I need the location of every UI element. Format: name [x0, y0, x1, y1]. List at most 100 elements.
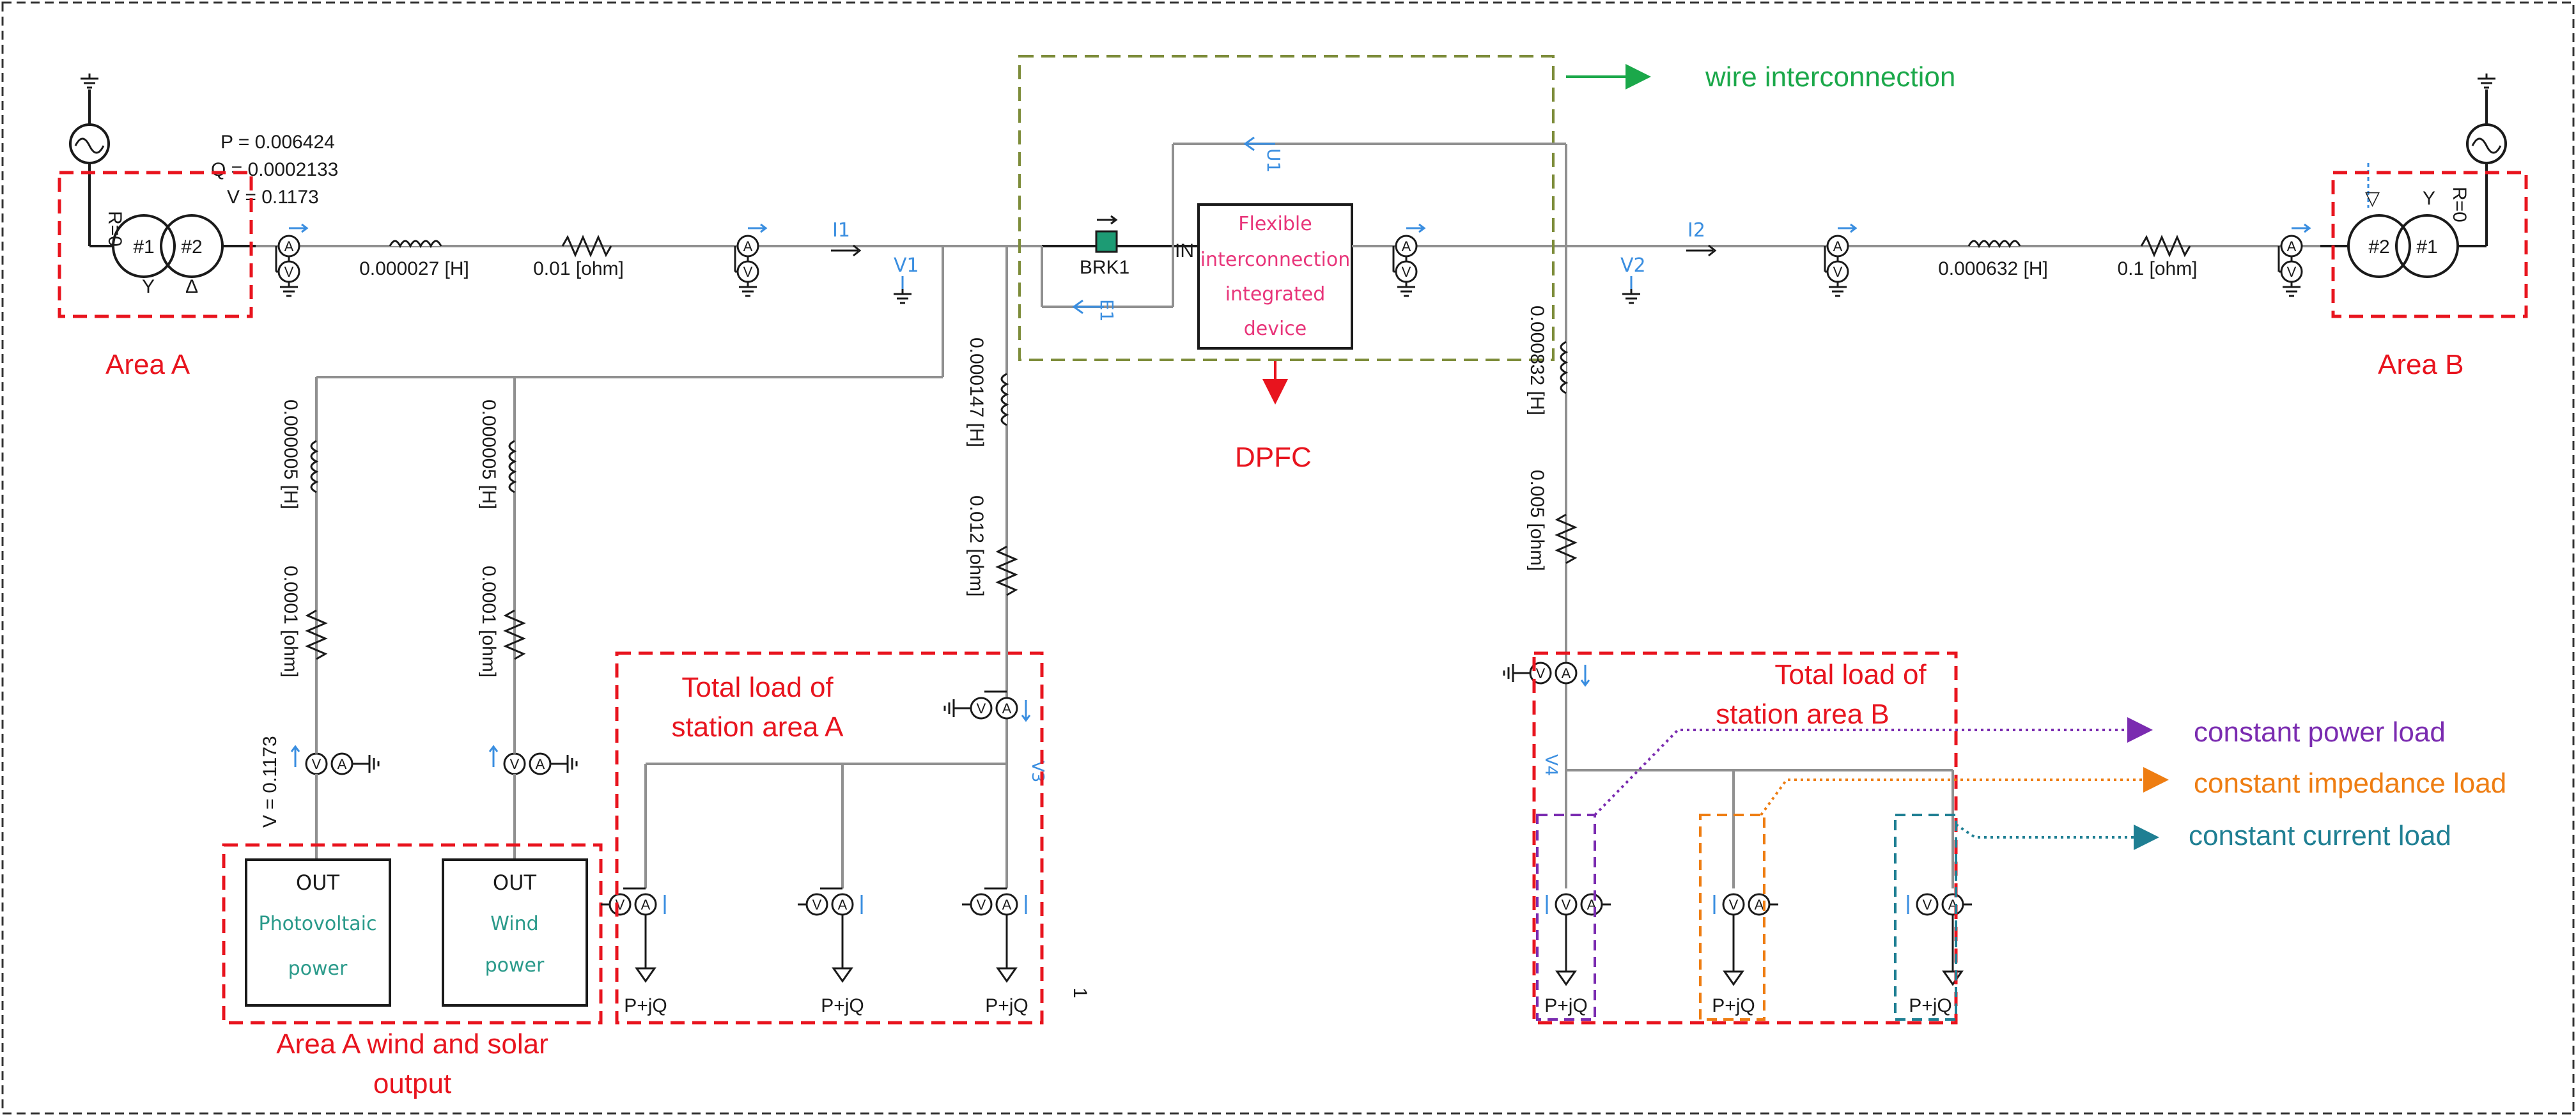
inductor-icon — [508, 440, 517, 493]
load-a-box — [615, 651, 1044, 1025]
source-area-b: #2 #1 R=0 ▽ Y — [2320, 72, 2507, 278]
load-b-resistance: 0.005 [ohm] — [1526, 470, 1548, 571]
constant-impedance-label: constant impedance load — [2194, 768, 2506, 799]
area-a-sources-box — [222, 843, 603, 1025]
load-b2-pq: P+jQ — [1712, 995, 1755, 1016]
stray-label: 1 — [1069, 988, 1090, 998]
voltage-v2: V2 — [1620, 254, 1646, 304]
load-b1-pq: P+jQ — [1544, 995, 1588, 1016]
transformer-a-winding-2: #2 — [181, 236, 202, 258]
load-b-inductance: 0.000832 [H] — [1526, 306, 1548, 415]
voltage-v1: V1 — [892, 254, 919, 304]
load-a2-pq: P+jQ — [821, 995, 864, 1016]
load-a-units: P+jQ P+jQ P+jQ — [601, 887, 1028, 1016]
load-icon — [635, 942, 656, 982]
pv-resistance: 0.0001 [ohm] — [280, 566, 301, 678]
wire-interconnection-box — [1018, 55, 1555, 361]
area-b-box — [2331, 171, 2528, 318]
load-b-label-line1: Total load of — [1774, 659, 1927, 690]
wind-name-line2: power — [485, 954, 545, 977]
device-line2: interconnection — [1200, 249, 1351, 271]
meter-group-a2 — [722, 224, 773, 296]
signal-v3: V3 — [1028, 761, 1047, 782]
svg-text:Δ: Δ — [185, 276, 198, 297]
device-line4: device — [1244, 318, 1307, 340]
resistor-icon — [503, 609, 526, 660]
load-icon — [832, 942, 853, 982]
transformer-icon — [2347, 214, 2459, 278]
transformer-b-resistance: R=0 — [2449, 187, 2470, 222]
transformer-icon — [112, 214, 224, 278]
pv-out-label: OUT — [296, 871, 340, 895]
breaker-brk1[interactable]: BRK1 — [1080, 215, 1129, 278]
transformer-a-resistance: R=0 — [104, 211, 125, 247]
load-icon — [1723, 945, 1744, 986]
load-a-label-line2: station area A — [671, 711, 844, 743]
constant-current-leader — [1955, 823, 2159, 850]
source-a-q: Q = 0.0002133 — [211, 159, 338, 180]
pv-name-line1: Photovoltaic — [259, 913, 377, 935]
resistor-icon — [1555, 513, 1578, 564]
pv-name-line2: power — [288, 957, 348, 980]
load-b-units: P+jQ P+jQ P+jQ — [1544, 893, 1972, 1016]
area-a-label: Area A — [105, 349, 190, 380]
constant-current-box — [1894, 814, 1957, 1021]
resistor-icon — [305, 609, 328, 660]
area-b-label: Area B — [2378, 349, 2464, 380]
load-a-resistance: 0.012 [ohm] — [966, 495, 987, 596]
signal-u1: U1 — [1263, 148, 1284, 173]
dpfc-loop: U1 E1 — [1041, 136, 1567, 322]
wind-inductance: 0.000005 [H] — [478, 399, 499, 509]
wind-out-label: OUT — [493, 871, 537, 895]
svg-text:▽: ▽ — [2365, 188, 2380, 209]
constant-current-label: constant current load — [2189, 820, 2451, 851]
inductor-icon — [1000, 373, 1009, 426]
load-b3-pq: P+jQ — [1909, 995, 1952, 1016]
breaker-icon — [1095, 230, 1118, 253]
signal-v4: V4 — [1541, 754, 1560, 776]
dpfc-label: DPFC — [1235, 442, 1312, 473]
load-a-feeder: 0.000147 [H] 0.012 [ohm] V3 — [644, 246, 1047, 888]
ground-icon — [2476, 72, 2497, 89]
constant-power-label: constant power load — [2194, 717, 2446, 748]
load-icon — [1556, 945, 1576, 986]
source-area-a: #1 #2 R=0 P = 0.006424 Q = 0.0002133 V =… — [69, 72, 338, 297]
pv-inductance: 0.000005 [H] — [280, 399, 301, 509]
area-a-feeders: 0.000005 [H] 0.0001 [ohm] V = 0.1173 0.0… — [260, 246, 944, 860]
resistor-icon — [2140, 235, 2191, 258]
meter-group-b2 — [2266, 224, 2317, 296]
meter-group-dpfc — [1381, 224, 1432, 296]
svg-text:Y: Y — [2423, 188, 2435, 209]
load-b-label-line2: station area B — [1716, 699, 1889, 730]
pv-source[interactable]: OUT Photovoltaic power — [245, 858, 391, 1007]
resistor-icon — [995, 545, 1018, 596]
svg-text:Y: Y — [142, 276, 155, 297]
line-b: 0.000632 [H] 0.1 [ohm] — [1938, 235, 2198, 279]
wind-resistance: 0.0001 [ohm] — [478, 566, 499, 678]
svg-text:I1: I1 — [832, 219, 850, 242]
inductor-icon — [389, 240, 442, 249]
flexible-interconnection-device[interactable]: Flexible interconnection integrated devi… — [1197, 203, 1353, 350]
load-a-inductance: 0.000147 [H] — [966, 337, 987, 447]
wire-interconnection-label: wire interconnection — [1705, 61, 1955, 93]
device-line1: Flexible — [1238, 213, 1312, 235]
meter-group-a1 — [263, 224, 314, 296]
wind-source[interactable]: OUT Wind power — [442, 858, 588, 1007]
inductor-icon — [1967, 240, 2021, 249]
svg-text:V2: V2 — [1620, 254, 1646, 277]
device-line3: integrated — [1225, 283, 1326, 306]
ground-icon — [79, 72, 100, 89]
constant-impedance-leader — [1760, 767, 2169, 816]
transformer-b-winding-2: #2 — [2368, 236, 2389, 258]
load-b-feeder: 0.000832 [H] 0.005 [ohm] V4 — [1503, 246, 1954, 888]
svg-text:I2: I2 — [1688, 219, 1705, 242]
line-a-resistance: 0.01 [ohm] — [533, 258, 624, 279]
source-a-v: V = 0.1173 — [227, 187, 319, 208]
signal-e1: E1 — [1096, 299, 1117, 322]
resistor-icon — [561, 235, 612, 258]
constant-power-leader — [1594, 717, 2153, 816]
source-a-p: P = 0.006424 — [221, 132, 335, 153]
pv-voltage: V = 0.1173 — [260, 736, 281, 828]
